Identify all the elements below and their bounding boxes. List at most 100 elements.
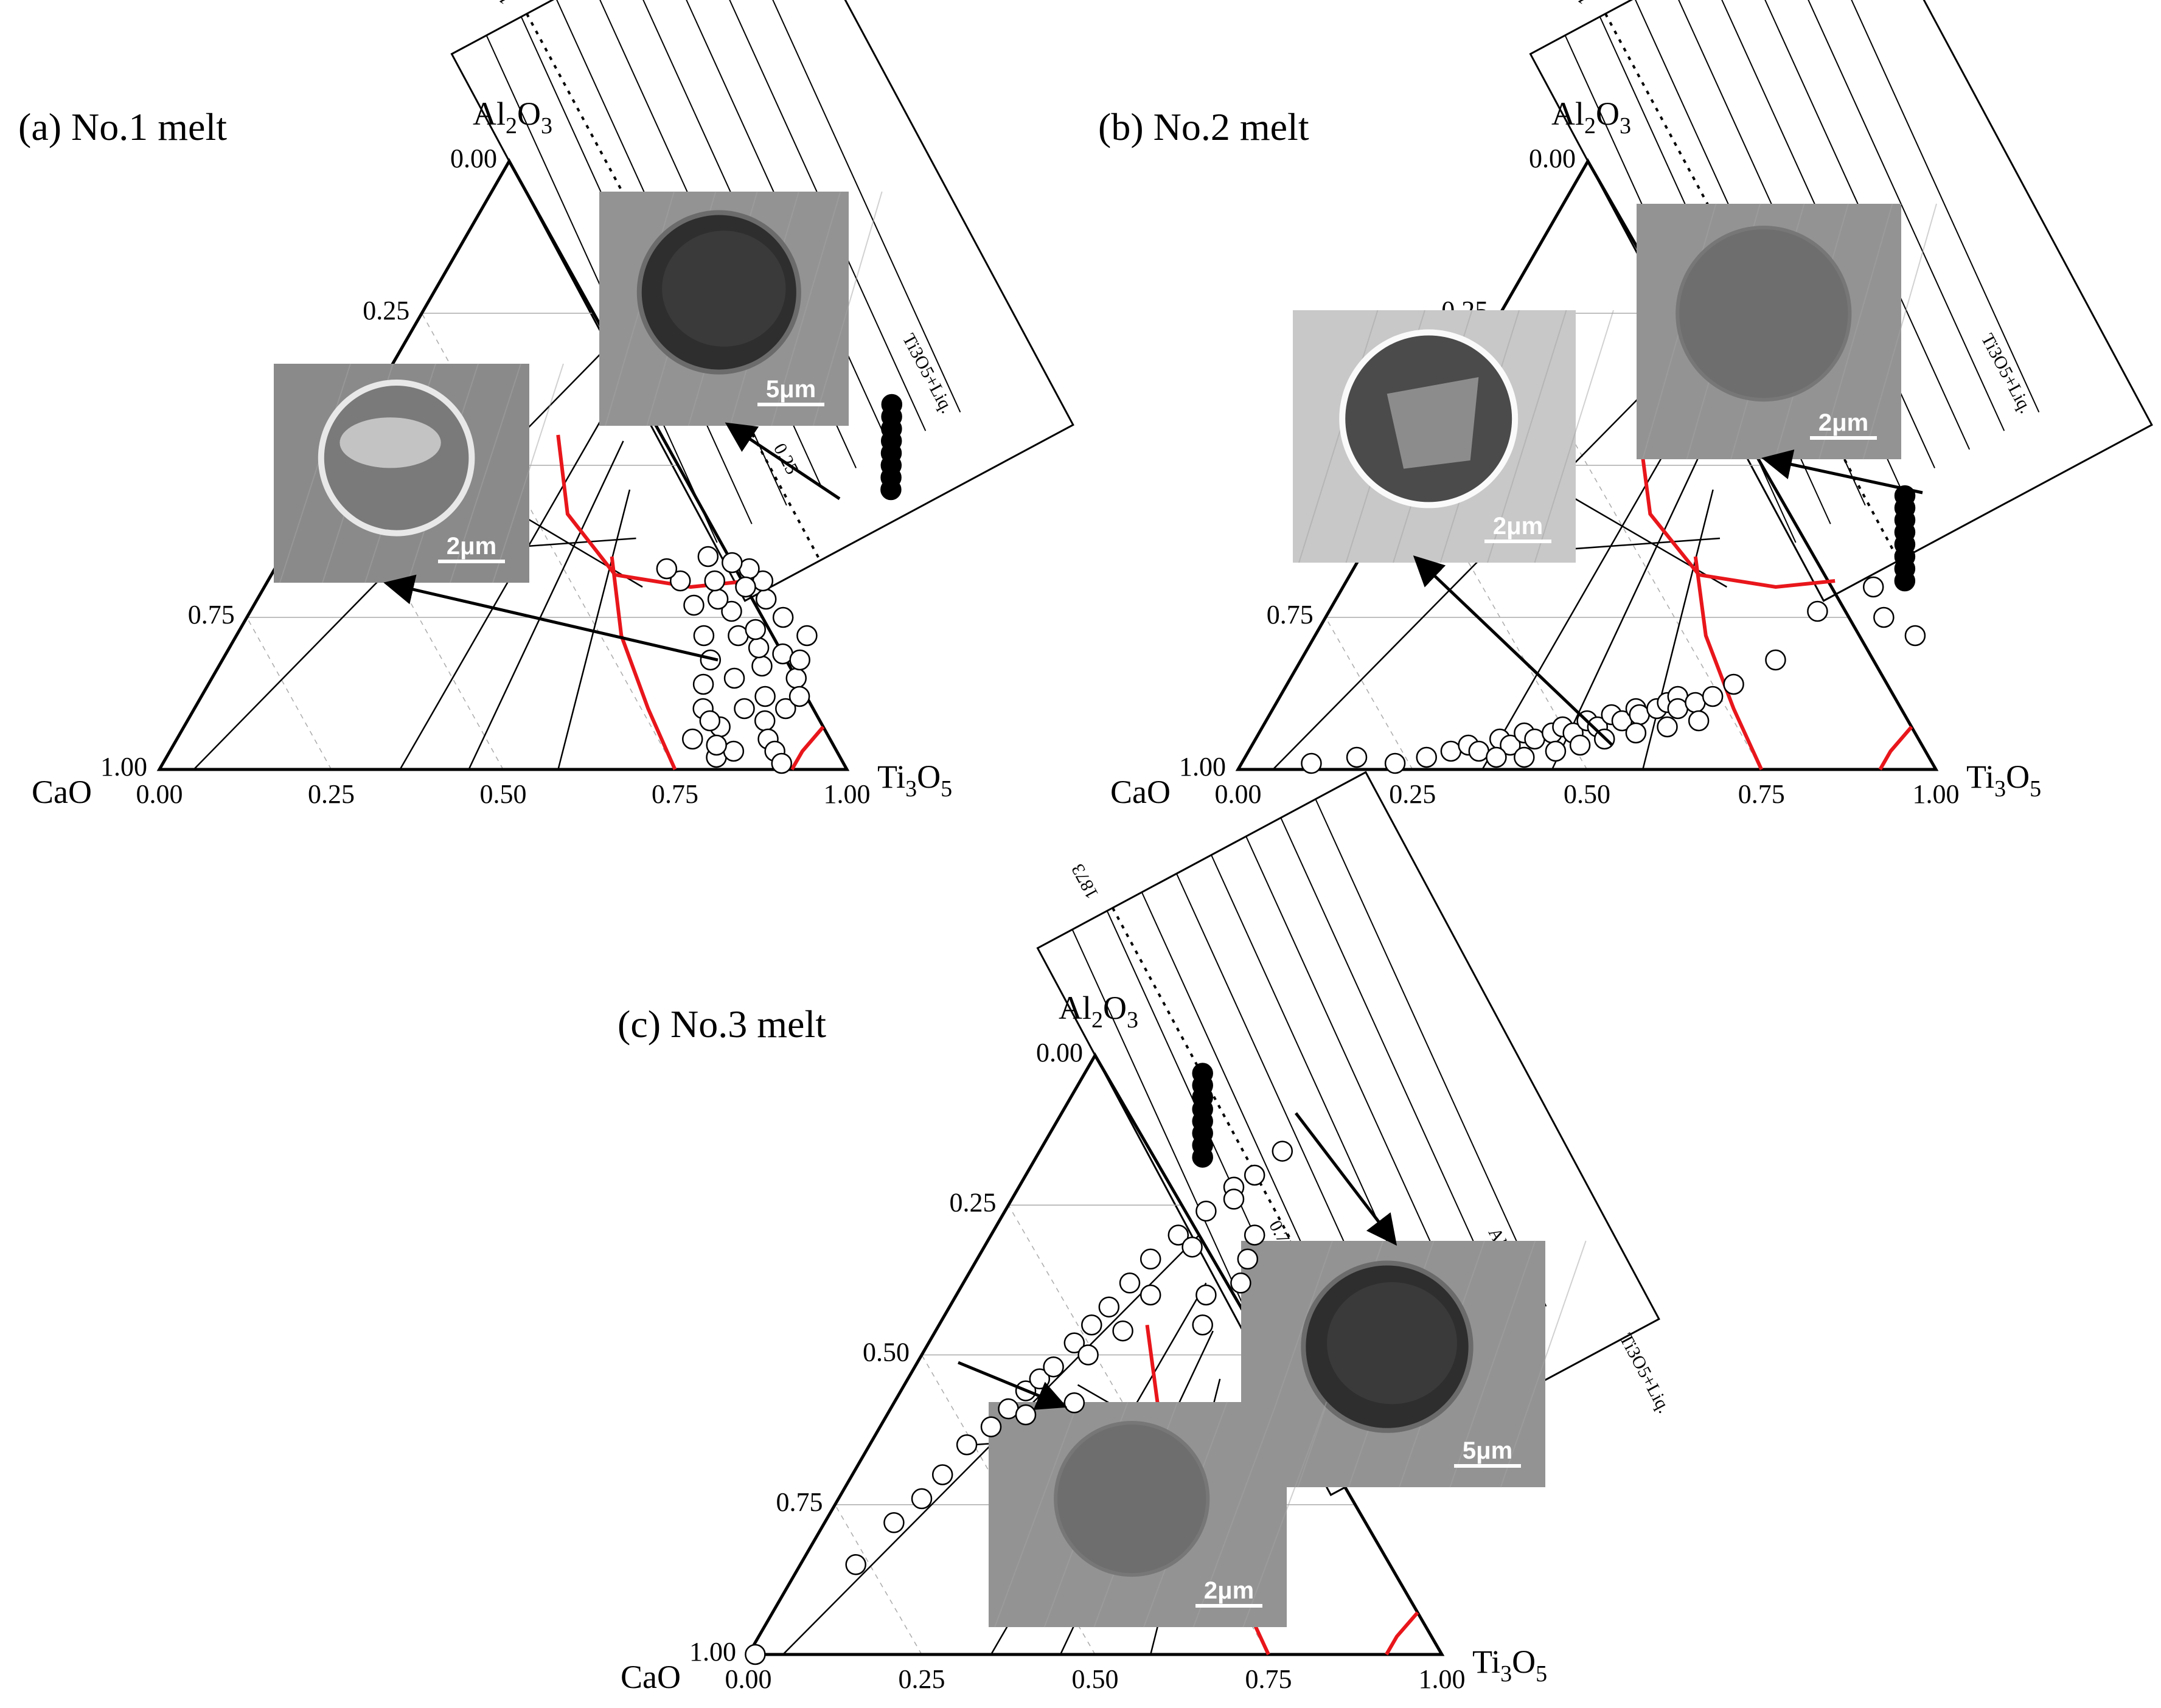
- scale-bar-label: 2μm: [1493, 513, 1543, 540]
- open-data-point: [754, 710, 776, 732]
- open-data-point: [1667, 698, 1689, 720]
- open-data-point: [1569, 734, 1591, 756]
- surface-scratch: [1242, 1401, 1328, 1628]
- open-data-point: [1440, 740, 1462, 762]
- open-data-point: [1112, 1320, 1133, 1342]
- formula-part: 3: [1620, 113, 1631, 139]
- micrograph-1: 2μm: [1637, 203, 1937, 460]
- corner-label-cao: CaO: [621, 1659, 681, 1695]
- corner-label-ti3o5: Ti3O5: [877, 759, 952, 802]
- open-data-point: [1904, 625, 1926, 647]
- bottom-tick-label: 0.25: [899, 1664, 945, 1694]
- micrograph-0: 2μm: [1293, 310, 1614, 563]
- filled-data-point: [880, 479, 902, 501]
- open-data-point: [771, 752, 792, 774]
- formula-part: 5: [1536, 1661, 1547, 1687]
- temperature-label: 1873: [1561, 0, 1595, 8]
- open-data-point: [980, 1416, 1002, 1437]
- open-data-point: [656, 558, 678, 580]
- formula-part: 3: [1500, 1661, 1512, 1687]
- bottom-tick-label: 0.25: [308, 779, 355, 809]
- open-data-point: [723, 667, 745, 689]
- scale-bar-label: 2μm: [447, 533, 496, 560]
- open-data-point: [1244, 1224, 1265, 1246]
- inclusion-fragment: [1387, 377, 1479, 469]
- inclusion-core: [662, 231, 786, 347]
- open-data-point: [1468, 740, 1490, 762]
- formula-part: O: [917, 759, 941, 795]
- temperature-label: 1873: [1068, 861, 1102, 902]
- pointer-arrow: [1761, 449, 1923, 495]
- scale-bar-label: 5μm: [766, 376, 816, 403]
- formula-part: 3: [905, 776, 917, 802]
- left-tick-label: 0.25: [363, 296, 409, 325]
- open-data-point: [1500, 734, 1521, 756]
- bottom-tick-label: 0.25: [1389, 779, 1436, 809]
- surface-scratch: [450, 363, 521, 583]
- isotherm-dotted-line: [526, 13, 821, 561]
- left-tick-label: 0.00: [1529, 144, 1576, 173]
- side-diagram-frame: [450, 0, 1074, 602]
- pointer-arrow: [1295, 1112, 1397, 1246]
- left-tick-label: 1.00: [689, 1637, 736, 1667]
- surface-scratch: [1192, 1401, 1278, 1628]
- open-data-point: [998, 1398, 1019, 1420]
- temperature-label: 1873: [482, 0, 517, 8]
- surface-scratch: [812, 191, 883, 426]
- inclusion-particle: [1679, 229, 1848, 398]
- left-tick-label: 0.00: [1036, 1038, 1083, 1068]
- corner-label-ti3o5: Ti3O5: [1966, 759, 2041, 802]
- left-tick-label: 0.50: [863, 1338, 910, 1367]
- open-data-point: [706, 734, 727, 756]
- panel-b: (b) No.2 melt1873Ti3O5+Liq.0.250.000.250…: [1098, 0, 2153, 810]
- phase-boundary: [1693, 556, 1763, 771]
- open-data-point: [754, 686, 776, 707]
- formula-part: 5: [2030, 776, 2041, 802]
- formula-part: 2: [1091, 1007, 1103, 1033]
- micrograph-0: 5μm: [599, 191, 883, 426]
- open-data-point: [772, 606, 794, 628]
- open-data-point: [722, 552, 743, 574]
- open-data-point: [1862, 576, 1884, 598]
- filled-data-point: [1894, 570, 1916, 592]
- open-data-point: [1063, 1392, 1085, 1414]
- formula-part: Al: [1551, 95, 1584, 132]
- pointer-arrow: [725, 422, 841, 501]
- corner-label-al2o3: Al2O3: [1551, 95, 1631, 139]
- tie-line: [1642, 489, 1714, 770]
- bottom-tick-label: 1.00: [824, 779, 871, 809]
- open-data-point: [748, 637, 770, 659]
- open-data-point: [692, 673, 714, 695]
- tie-line: [1569, 495, 1727, 588]
- bottom-tick-label: 0.00: [1215, 779, 1262, 809]
- bottom-tick-label: 0.50: [1564, 779, 1610, 809]
- left-tick-label: 0.75: [1267, 600, 1314, 630]
- open-data-point: [1077, 1344, 1099, 1366]
- open-data-point: [1657, 716, 1678, 738]
- bottom-tick-label: 0.75: [652, 779, 698, 809]
- panel-title: (c) No.3 melt: [618, 1002, 826, 1046]
- surface-scratch: [492, 363, 564, 583]
- tie-line: [557, 489, 631, 770]
- surface-scratch: [1862, 203, 1937, 460]
- corner-label-al2o3: Al2O3: [1059, 990, 1138, 1033]
- formula-part: Ti: [1472, 1644, 1500, 1680]
- open-data-point: [1301, 752, 1322, 774]
- corner-label-ti3o5: Ti3O5: [1472, 1644, 1547, 1687]
- open-data-point: [1223, 1189, 1245, 1210]
- open-data-point: [956, 1434, 978, 1456]
- open-data-point: [1043, 1356, 1064, 1378]
- surface-scratch: [1487, 310, 1567, 563]
- open-data-point: [1195, 1284, 1217, 1306]
- bottom-tick-label: 0.50: [1072, 1664, 1119, 1694]
- open-data-point: [682, 728, 703, 750]
- open-data-point: [1140, 1284, 1161, 1306]
- open-data-point: [721, 600, 742, 622]
- open-data-point: [1384, 752, 1406, 774]
- open-data-point: [734, 698, 755, 720]
- phase-boundary: [790, 726, 825, 771]
- bottom-tick-label: 0.50: [480, 779, 527, 809]
- tie-line: [729, 0, 961, 413]
- pointer-arrow: [958, 1361, 1068, 1410]
